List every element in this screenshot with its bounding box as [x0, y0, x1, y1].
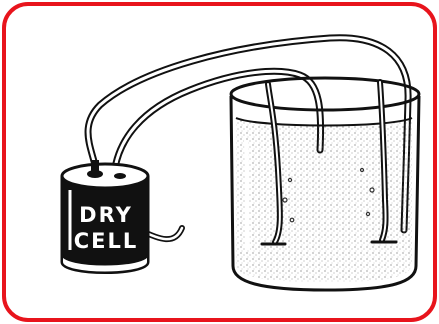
battery-label-line2: CELL: [74, 229, 139, 253]
battery-label-line1: DRY: [79, 203, 133, 227]
